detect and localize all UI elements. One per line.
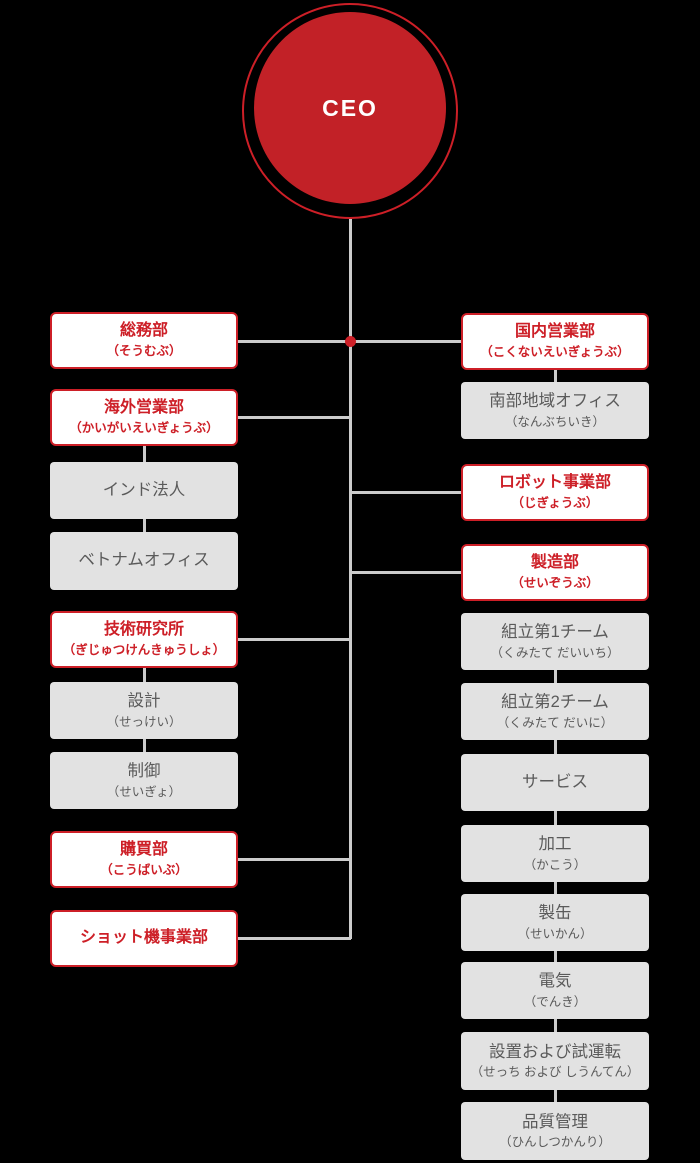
connector-branch-kaigai: [238, 416, 350, 419]
connector-branch-koubai: [238, 858, 350, 861]
node-label: ショット機事業部: [79, 929, 208, 947]
node-furigana: （くみたて だいに）: [496, 715, 614, 730]
connector-trunk: [349, 219, 352, 939]
connector-branch-robot: [350, 491, 461, 494]
node-furigana: （ぎじゅつけんきゅうしょ）: [62, 643, 226, 658]
org-node-kumitate2: 組立第2チーム （くみたて だいに）: [461, 683, 649, 740]
connector-link-denki-secchi: [554, 1018, 557, 1033]
connector-branch-giken: [238, 638, 350, 641]
org-node-vietnam: ベトナムオフィス: [50, 532, 238, 590]
connector-link-sekkei-seigyo: [143, 738, 146, 753]
node-label: 制御: [127, 762, 161, 781]
connector-link-secchi-hinshitsu: [554, 1089, 557, 1103]
node-furigana: （せいかん）: [517, 926, 593, 941]
junction-dot: [344, 335, 356, 347]
org-node-nanbu: 南部地域オフィス （なんぶちいき）: [461, 382, 649, 439]
node-furigana: （ひんしつかんり）: [499, 1135, 611, 1150]
node-label: 南部地域オフィス: [489, 392, 621, 411]
connector-link-kumitate2-service: [554, 739, 557, 755]
org-node-denki: 電気 （でんき）: [461, 962, 649, 1019]
connector-link-service-kakou: [554, 810, 557, 826]
node-label: 製缶: [538, 904, 572, 923]
node-label: サービス: [522, 772, 588, 791]
node-label: 海外営業部: [103, 399, 184, 417]
connector-link-kokunai-nanbu: [554, 369, 557, 383]
org-node-kakou: 加工 （かこう）: [461, 825, 649, 882]
node-label: 国内営業部: [514, 323, 595, 341]
node-label: 組立第2チーム: [501, 693, 609, 712]
node-furigana: （せいぎょ）: [106, 784, 182, 799]
node-furigana: （こくないえいぎょうぶ）: [480, 345, 630, 360]
org-node-seizou: 製造部 （せいぞうぶ）: [461, 544, 649, 601]
node-furigana: （かこう）: [523, 857, 587, 872]
connector-link-kaigai-india: [143, 446, 146, 463]
node-label: 品質管理: [522, 1112, 588, 1131]
ceo-label: CEO: [322, 94, 378, 121]
connector-branch-shot: [238, 937, 351, 940]
node-label: 組立第1チーム: [501, 623, 609, 642]
org-node-kaigai: 海外営業部 （かいがいえいぎょうぶ）: [50, 389, 238, 446]
node-furigana: （でんき）: [523, 994, 587, 1009]
node-label: 総務部: [119, 322, 168, 340]
node-label: 電気: [538, 972, 572, 991]
node-furigana: （くみたて だいいち）: [490, 645, 620, 660]
node-furigana: （かいがいえいぎょうぶ）: [69, 421, 219, 436]
org-node-seikan: 製缶 （せいかん）: [461, 894, 649, 951]
org-node-sekkei: 設計 （せっけい）: [50, 682, 238, 739]
connector-link-india-vietnam: [143, 518, 146, 533]
connector-branch-seizou: [350, 571, 461, 574]
node-furigana: （せっけい）: [106, 714, 182, 729]
org-node-soumu: 総務部 （そうむぶ）: [50, 312, 238, 369]
node-label: ベトナムオフィス: [78, 551, 210, 570]
node-label: インド法人: [102, 480, 186, 499]
node-furigana: （なんぶちいき）: [504, 414, 606, 429]
node-label: 設計: [127, 692, 161, 711]
connector-link-giken-sekkei: [143, 667, 146, 683]
org-node-kumitate1: 組立第1チーム （くみたて だいいち）: [461, 613, 649, 670]
ceo-ring: [242, 3, 458, 219]
node-label: 製造部: [530, 554, 579, 572]
node-label: 技術研究所: [103, 621, 184, 639]
node-furigana: （そうむぶ）: [106, 344, 182, 359]
org-node-service: サービス: [461, 754, 649, 811]
node-label: 設置および試運転: [489, 1042, 621, 1061]
org-node-secchi: 設置および試運転 （せっち および しうんてん）: [461, 1032, 649, 1090]
node-furigana: （せっち および しうんてん）: [470, 1065, 640, 1080]
org-node-seigyo: 制御 （せいぎょ）: [50, 752, 238, 809]
connector-link-seikan-denki: [554, 950, 557, 963]
org-node-shot: ショット機事業部: [50, 910, 238, 967]
org-node-hinshitsu: 品質管理 （ひんしつかんり）: [461, 1102, 649, 1160]
org-node-giken: 技術研究所 （ぎじゅつけんきゅうしょ）: [50, 611, 238, 668]
org-node-robot: ロボット事業部 （じぎょうぶ）: [461, 464, 649, 521]
org-node-koubai: 購買部 （こうばいぶ）: [50, 831, 238, 888]
org-node-kokunai: 国内営業部 （こくないえいぎょうぶ）: [461, 313, 649, 370]
connector-link-kumitate1-kumitate2: [554, 669, 557, 684]
connector-link-kakou-seikan: [554, 881, 557, 895]
node-label: 購買部: [119, 841, 168, 859]
org-node-india: インド法人: [50, 462, 238, 519]
ceo-node: CEO: [254, 12, 446, 204]
node-label: ロボット事業部: [498, 474, 611, 492]
node-furigana: （じぎょうぶ）: [511, 496, 599, 511]
node-label: 加工: [538, 835, 572, 854]
node-furigana: （せいぞうぶ）: [511, 576, 599, 591]
node-furigana: （こうばいぶ）: [100, 863, 188, 878]
